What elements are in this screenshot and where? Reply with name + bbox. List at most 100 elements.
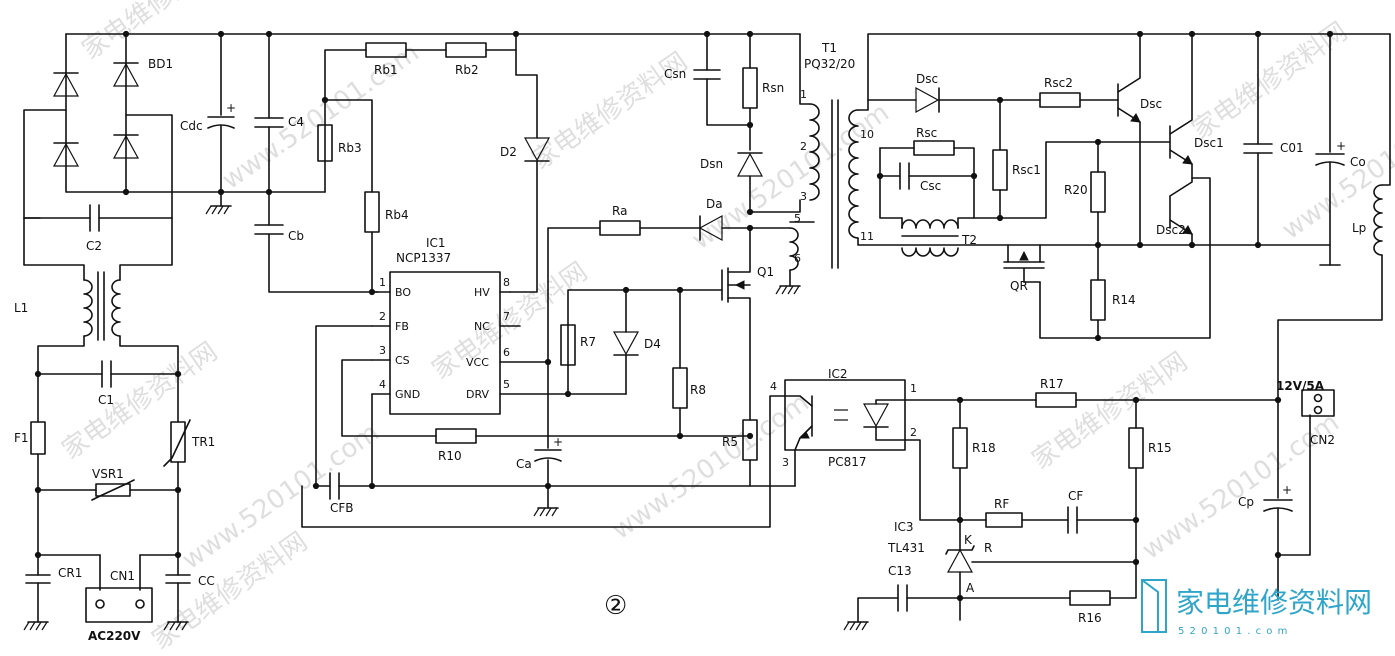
lp-label: Lp	[1352, 221, 1366, 235]
csn-label: Csn	[664, 67, 686, 81]
r14-label: R14	[1112, 293, 1136, 307]
ca-label: Ca	[516, 457, 532, 471]
pin-number: 6	[503, 346, 510, 359]
output-connector	[1301, 389, 1335, 417]
rb3-label: Rb3	[338, 141, 362, 155]
feedback-section: IC2 PC817 4 3 1 2 R17 R18 RF CF	[770, 367, 1335, 631]
pin-name: VCC	[466, 356, 489, 369]
bridge-diode	[52, 62, 140, 167]
pin-number: 3	[379, 344, 386, 357]
pin-name: CS	[395, 354, 410, 367]
pin-number: 1	[910, 382, 917, 395]
watermark-cn: 家电维修资料网	[1027, 347, 1193, 476]
rb4-label: Rb4	[385, 208, 409, 222]
dsc1-label: Dsc1	[1194, 136, 1224, 150]
c4-label: C4	[288, 115, 304, 129]
pin-name: GND	[395, 388, 420, 401]
ic2-box	[784, 379, 906, 451]
q1-label: Q1	[757, 265, 774, 279]
transformer-t1: T1 PQ32/20 1 2 3 5 6 10 11	[775, 33, 1391, 295]
cn2-label: CN2	[1310, 433, 1335, 447]
output-rating: 12V/5A	[1276, 379, 1325, 393]
pin-number: 7	[503, 310, 510, 323]
watermark-url: www.520101.com	[1277, 88, 1395, 246]
c1-label: C1	[98, 393, 114, 407]
watermark-url: www.520101.com	[217, 38, 425, 196]
d2-label: D2	[500, 145, 517, 159]
vsr1-label: VSR1	[92, 467, 124, 481]
watermark-url: www.520101.com	[1137, 408, 1345, 566]
bd1-label: BD1	[148, 57, 173, 71]
tr1-label: TR1	[191, 435, 215, 449]
dsc2-label: Dsc2	[1156, 223, 1186, 237]
cb-label: Cb	[288, 229, 304, 243]
logo-text: 家电维修资料网	[1176, 586, 1372, 619]
logo-url: 5 2 0 1 0 1 . c o m	[1178, 626, 1288, 637]
cf-label: CF	[1068, 489, 1083, 503]
t2-label: T2	[961, 233, 977, 247]
rsc2-label: Rsc2	[1044, 76, 1073, 90]
r18-label: R18	[972, 441, 996, 455]
figure-number: ②	[604, 591, 627, 621]
site-logo: 家电维修资料网 5 2 0 1 0 1 . c o m	[1141, 579, 1372, 637]
pin-number: 4	[379, 378, 386, 391]
pin-number: 3	[782, 456, 789, 469]
pin-name: DRV	[466, 388, 490, 401]
rsc-label: Rsc	[916, 126, 937, 140]
pin-number: 2	[910, 426, 917, 439]
rb2-label: Rb2	[455, 63, 479, 77]
da-label: Da	[706, 197, 723, 211]
rb1-label: Rb1	[374, 63, 398, 77]
qsc-label: Dsc	[1140, 97, 1162, 111]
pin-number: 1	[800, 88, 807, 101]
sync-rectifier-section: Dsc Rsc2 Rsc Csc T2 Rsc1	[867, 33, 1391, 401]
c13-label: C13	[888, 564, 912, 578]
pin-number: 2	[800, 140, 807, 153]
pin-number: 6	[794, 252, 801, 265]
ic3-label: IC3	[894, 520, 914, 534]
ic2-label: IC2	[828, 367, 848, 381]
junction-dots	[34, 30, 1334, 602]
t1-label: T1	[821, 41, 837, 55]
plus-sign: +	[226, 101, 236, 115]
ic2-part: PC817	[828, 455, 867, 469]
l1-label: L1	[14, 301, 28, 315]
tl431-label: TL431	[887, 541, 925, 555]
rsc1-label: Rsc1	[1012, 163, 1041, 177]
plus-sign: +	[1282, 483, 1292, 497]
ic1-label: IC1	[426, 236, 446, 250]
ra-label: Ra	[612, 204, 627, 218]
r10-label: R10	[438, 449, 462, 463]
pin-name: NC	[474, 320, 490, 333]
f1-label: F1	[14, 431, 29, 445]
r15-label: R15	[1148, 441, 1172, 455]
ac-input-connector	[85, 587, 153, 623]
pin-number: 10	[860, 128, 874, 141]
qr-label: QR	[1010, 279, 1028, 293]
r5-label: R5	[722, 435, 738, 449]
pin-number: 1	[379, 276, 386, 289]
pin-number: 5	[503, 378, 510, 391]
cn1-label: CN1	[110, 569, 135, 583]
pin-number: 8	[503, 276, 510, 289]
co-label: Co	[1350, 155, 1366, 169]
plus-sign: +	[1336, 139, 1346, 153]
pin-number: 2	[379, 310, 386, 323]
cc-label: CC	[198, 574, 215, 588]
t1-core-label: PQ32/20	[804, 57, 855, 71]
pin-number: 3	[800, 190, 807, 203]
r20-label: R20	[1064, 183, 1088, 197]
pin-name: HV	[474, 286, 490, 299]
ic1-box	[389, 271, 501, 415]
watermark-layer: 家电维修资料网 www.520101.com 家电维修资料网 www.52010…	[57, 0, 1395, 656]
plus-sign: +	[553, 435, 563, 449]
tl431-a: A	[966, 581, 975, 595]
csc-label: Csc	[920, 179, 941, 193]
tl431-k: K	[964, 533, 973, 547]
dsc-label: Dsc	[916, 72, 938, 86]
pin-number: 5	[794, 212, 801, 225]
cp-label: Cp	[1238, 495, 1254, 509]
ic1-part: NCP1337	[396, 251, 451, 265]
r16-label: R16	[1078, 611, 1102, 625]
r17-label: R17	[1040, 377, 1064, 391]
